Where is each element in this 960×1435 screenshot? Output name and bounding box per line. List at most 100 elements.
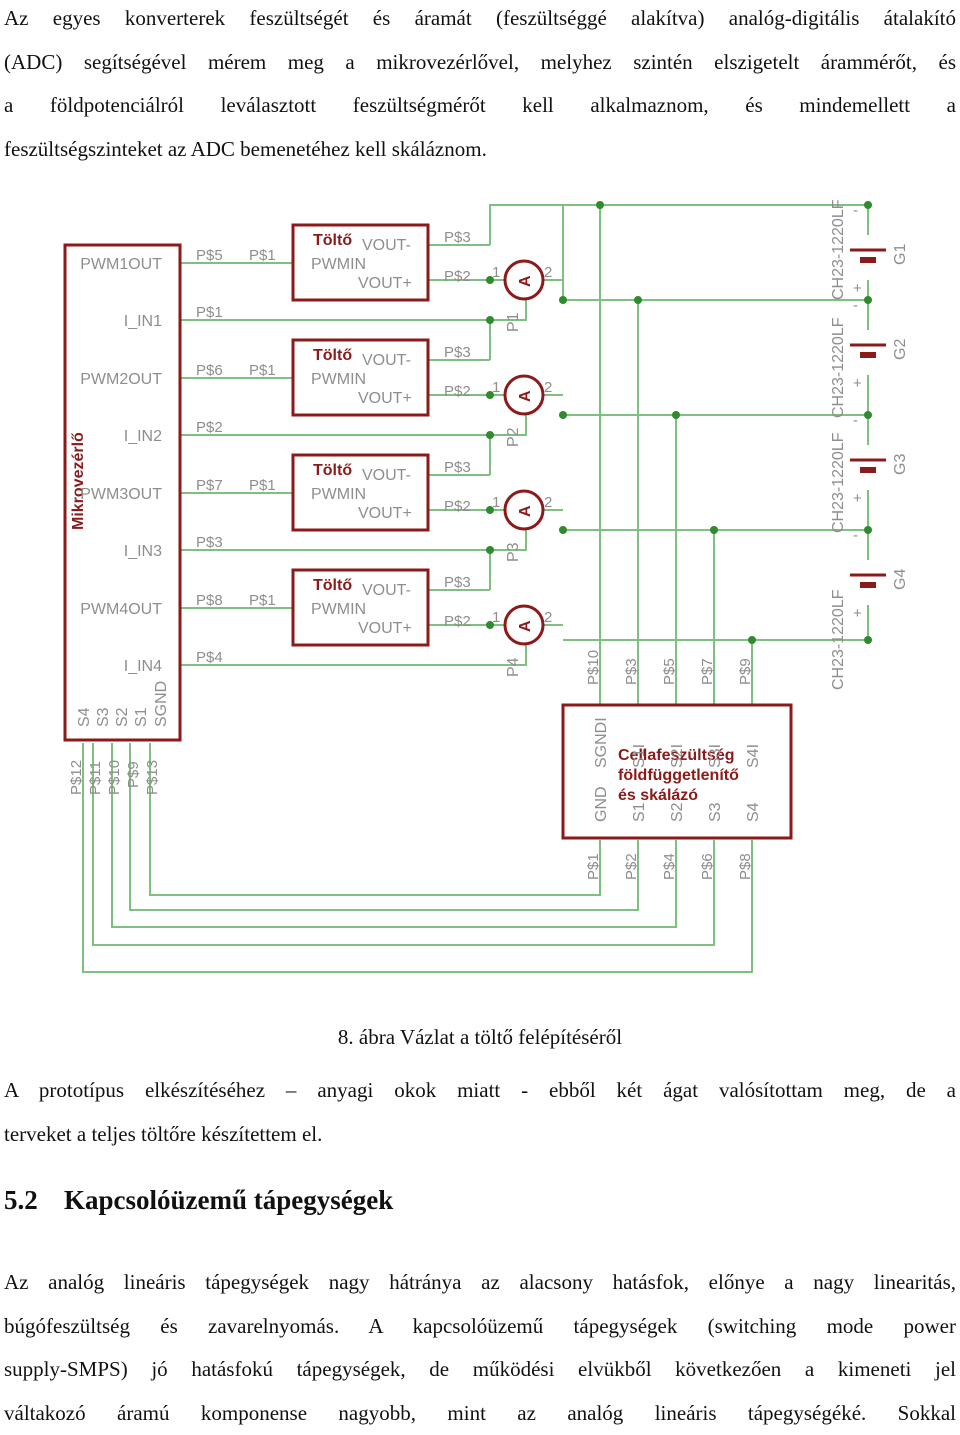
ammeter-name: P4 bbox=[505, 657, 522, 677]
scaler-pin-label: SGNDI bbox=[593, 717, 610, 768]
net-label: P$5 bbox=[196, 247, 223, 264]
charger-pin-label: PWMIN bbox=[311, 256, 366, 273]
net-label: P$5 bbox=[661, 658, 678, 685]
ammeter-pin-label: 2 bbox=[544, 379, 552, 396]
ammeter-symbol: A bbox=[517, 275, 534, 287]
net-label: P$3 bbox=[444, 459, 471, 476]
net-label: P$11 bbox=[87, 761, 104, 795]
mcu-bottom-pin: S2 bbox=[114, 707, 131, 727]
mcu-pin-label: I_IN2 bbox=[124, 428, 162, 445]
mcu-pin-label: I_IN3 bbox=[124, 543, 162, 560]
net-label: P$4 bbox=[661, 853, 678, 880]
net-label: P$2 bbox=[444, 268, 471, 285]
cell-minus: - bbox=[853, 202, 858, 219]
net-label: P$1 bbox=[585, 853, 602, 880]
net-label: P$4 bbox=[196, 649, 223, 666]
text-line: terveket a teljes töltőre készítettem el… bbox=[4, 1113, 956, 1157]
charger-title: Töltő bbox=[313, 462, 352, 479]
scaler-pin-label: S4I bbox=[745, 744, 762, 768]
net-label: P$2 bbox=[623, 853, 640, 880]
text-line: (ADC) segítségével mérem meg a mikrovezé… bbox=[4, 41, 956, 85]
ammeter-pin-label: 2 bbox=[544, 264, 552, 281]
net-label: P$9 bbox=[125, 761, 142, 788]
mcu-pin-label: PWM4OUT bbox=[80, 601, 162, 618]
ammeter-pin-label: 1 bbox=[492, 379, 500, 396]
cell-plus: + bbox=[853, 375, 862, 392]
charger-pin-label: PWMIN bbox=[311, 486, 366, 503]
mcu-bottom-pin: S4 bbox=[76, 707, 93, 727]
charger-pin-label: VOUT+ bbox=[358, 275, 412, 292]
ammeter-name: P3 bbox=[505, 542, 522, 562]
charger-pin-label: VOUT- bbox=[362, 352, 411, 369]
cell-plus: + bbox=[853, 490, 862, 507]
mcu-title: Mikrovezérlő bbox=[70, 432, 87, 530]
net-label: P$2 bbox=[444, 498, 471, 515]
ammeter-pin-label: 1 bbox=[492, 494, 500, 511]
battery-cell: -+G3 bbox=[850, 412, 909, 507]
scaler-pin-label: S2I bbox=[669, 744, 686, 768]
cell-plus: + bbox=[853, 605, 862, 622]
net-label: P$1 bbox=[249, 362, 276, 379]
net-label: P$2 bbox=[196, 419, 223, 436]
mcu-bottom-pin: SGND bbox=[153, 681, 170, 727]
scaler-pin-label: S4 bbox=[745, 802, 762, 822]
text-line: búgófeszültség és zavarelnyomás. A kapcs… bbox=[4, 1305, 956, 1349]
figure-caption: 8. ábra Vázlat a töltő felépítéséről bbox=[0, 1025, 960, 1050]
net-label: P$1 bbox=[249, 592, 276, 609]
battery-cell: -+G4 bbox=[850, 527, 909, 622]
scaler-pin-label: S2 bbox=[669, 802, 686, 822]
charger-pin-label: VOUT- bbox=[362, 237, 411, 254]
charger-title: Töltő bbox=[313, 347, 352, 364]
net-label: P$10 bbox=[585, 650, 602, 685]
net-label: P$2 bbox=[444, 613, 471, 630]
scaler-title-line: és skálázó bbox=[618, 787, 698, 804]
cell-plus: + bbox=[853, 280, 862, 297]
ammeter-symbol: A bbox=[517, 620, 534, 632]
battery-cell: -+G2 bbox=[850, 297, 909, 392]
net-label: P$7 bbox=[699, 658, 716, 685]
ammeter-symbol: A bbox=[517, 390, 534, 402]
charger-pin-label: PWMIN bbox=[311, 371, 366, 388]
text-line: váltakozó áramú komponense nagyobb, mint… bbox=[4, 1392, 956, 1435]
charger-pin-label: VOUT+ bbox=[358, 505, 412, 522]
charger-pin-label: VOUT- bbox=[362, 467, 411, 484]
net-label: P$8 bbox=[196, 592, 223, 609]
cell-name: G4 bbox=[892, 569, 909, 590]
text-line: Az analóg lineáris tápegységek nagy hátr… bbox=[4, 1261, 956, 1305]
scaler-pin-label: GND bbox=[593, 786, 610, 822]
cell-name: G1 bbox=[892, 244, 909, 265]
charger-title: Töltő bbox=[313, 232, 352, 249]
cell-minus: - bbox=[853, 412, 858, 429]
mcu-pin-label: I_IN1 bbox=[124, 313, 162, 330]
net-label: P$2 bbox=[444, 383, 471, 400]
net-label: P$1 bbox=[249, 247, 276, 264]
text-line: supply-SMPS) jó hatásfokú tápegységek, d… bbox=[4, 1348, 956, 1392]
mcu-pin-label: PWM3OUT bbox=[80, 486, 162, 503]
charger-pin-label: VOUT+ bbox=[358, 620, 412, 637]
mcu-pin-label: I_IN4 bbox=[124, 658, 162, 675]
scaler-pin-label: S1 bbox=[631, 802, 648, 822]
prototype-paragraph: A prototípus elkészítéséhez – anyagi oko… bbox=[4, 1069, 956, 1156]
net-label: P$3 bbox=[623, 658, 640, 685]
scaler-pin-label: S3 bbox=[707, 802, 724, 822]
net-label: P$3 bbox=[444, 229, 471, 246]
text-line: A prototípus elkészítéséhez – anyagi oko… bbox=[4, 1069, 956, 1113]
battery-cells: -+G1-+G2-+G3-+G4CH23-1220LFCH23-1220LFCH… bbox=[830, 199, 909, 690]
net-label: P$1 bbox=[249, 477, 276, 494]
charger-schematic: Mikrovezérlő PWM1OUT I_IN1 PWM2OUT I_IN2… bbox=[0, 190, 960, 990]
smps-paragraph: Az analóg lineáris tápegységek nagy hátr… bbox=[4, 1261, 956, 1435]
charger-title: Töltő bbox=[313, 577, 352, 594]
charger-pin-label: PWMIN bbox=[311, 601, 366, 618]
mcu-bottom-pin: S3 bbox=[95, 707, 112, 727]
text-line: feszültségszinteket az ADC bemenetéhez k… bbox=[4, 128, 956, 172]
scaler-pin-label: S1I bbox=[631, 744, 648, 768]
net-label: P$12 bbox=[68, 760, 85, 795]
ammeter-pin-label: 2 bbox=[544, 609, 552, 626]
net-label: P$7 bbox=[196, 477, 223, 494]
mcu-bottom-pin: S1 bbox=[133, 707, 150, 727]
